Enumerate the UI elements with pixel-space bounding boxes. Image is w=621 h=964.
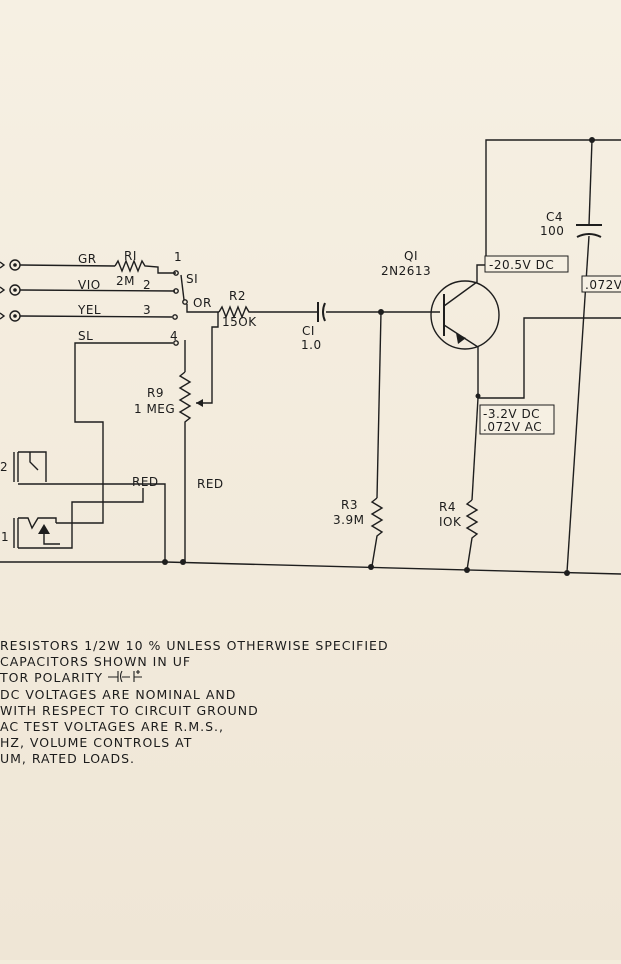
note-line-7: HZ, VOLUME CONTROLS AT bbox=[0, 735, 193, 751]
emitter-voltage-box bbox=[479, 404, 555, 435]
r9-value: 1 MEG bbox=[134, 402, 175, 416]
polarity-symbol-icon bbox=[107, 670, 142, 683]
label-vio: VIO bbox=[78, 278, 101, 292]
gr-line bbox=[19, 259, 179, 276]
note-line-3: TOR POLARITY bbox=[0, 670, 621, 686]
resistor-r4 bbox=[465, 397, 479, 571]
note-line-2: CAPACITORS SHOWN IN UF bbox=[0, 654, 192, 670]
ground-bus bbox=[0, 559, 621, 576]
switch-pos-3: 3 bbox=[143, 303, 151, 317]
r3-value: 3.9M bbox=[333, 513, 364, 527]
collector-voltage-box bbox=[484, 255, 569, 273]
transistor-q1 bbox=[430, 139, 621, 399]
q1-ref: QI bbox=[404, 249, 418, 263]
r4-ref: R4 bbox=[439, 500, 456, 514]
note-line-8: UM, RATED LOADS. bbox=[0, 751, 135, 767]
switch-pos-4: 4 bbox=[170, 329, 178, 343]
r2-value: 15OK bbox=[222, 315, 257, 329]
emitter-ac-voltage: .072V AC bbox=[483, 420, 542, 434]
capacitor-c4 bbox=[566, 137, 602, 573]
label-sl: SL bbox=[78, 329, 93, 343]
switch-s1 bbox=[180, 274, 219, 313]
r1-value: 2M bbox=[116, 274, 135, 288]
note-line-1: RESISTORS 1/2W 10 % UNLESS OTHERWISE SPE… bbox=[0, 638, 389, 653]
sl-line bbox=[56, 340, 179, 524]
label-red-a: RED bbox=[132, 475, 159, 489]
component-labels: RI 2M R2 15OK CI 1.0 R9 1 MEG R3 3.9M R4… bbox=[116, 210, 564, 529]
emitter-dc-voltage: -3.2V DC bbox=[483, 407, 540, 421]
schematic-notes: RESISTORS 1/2W 10 % UNLESS OTHERWISE SPE… bbox=[0, 638, 621, 768]
output-jacks bbox=[13, 451, 166, 562]
potentiometer-r9 bbox=[178, 312, 219, 562]
label-or: OR bbox=[193, 296, 212, 310]
input-terminals bbox=[0, 259, 21, 322]
wire-labels: GR VIO YEL SL RED RED OR bbox=[77, 252, 224, 491]
r3-ref: R3 bbox=[341, 498, 358, 512]
c4-ref: C4 bbox=[546, 210, 563, 224]
yel-line bbox=[19, 314, 178, 320]
switch-name: SI bbox=[186, 272, 198, 286]
c1-value: 1.0 bbox=[301, 338, 322, 352]
label-yel: YEL bbox=[77, 303, 101, 317]
jack-1-label: 1 bbox=[1, 530, 9, 544]
switch-labels: 1 2 3 4 SI bbox=[143, 250, 198, 343]
note-line-6: AC TEST VOLTAGES ARE R.M.S., bbox=[0, 719, 224, 735]
note-line-5: WITH RESPECT TO CIRCUIT GROUND bbox=[0, 702, 259, 718]
r4-value: IOK bbox=[439, 515, 462, 529]
r1-ref: RI bbox=[124, 249, 137, 263]
resistor-r3 bbox=[370, 311, 384, 567]
label-gr: GR bbox=[78, 252, 97, 266]
switch-pos-1: 1 bbox=[174, 250, 182, 264]
note-line-4: DC VOLTAGES ARE NOMINAL AND bbox=[0, 686, 237, 702]
q1-value: 2N2613 bbox=[381, 264, 431, 278]
switch-pos-2: 2 bbox=[143, 278, 151, 292]
r9-ref: R9 bbox=[147, 386, 164, 400]
voltage-labels: -20.5V DC .072V -3.2V DC .072V AC bbox=[483, 258, 621, 434]
c4-value: 100 bbox=[540, 224, 564, 238]
jack-2-label: 2 bbox=[0, 460, 8, 474]
right-ac-voltage: .072V bbox=[585, 278, 621, 292]
collector-voltage: -20.5V DC bbox=[489, 258, 554, 272]
vio-line bbox=[19, 288, 179, 294]
r2-ref: R2 bbox=[229, 289, 246, 303]
resistor-r2 bbox=[218, 305, 318, 319]
note-line-3-text: TOR POLARITY bbox=[0, 670, 108, 686]
label-red-b: RED bbox=[197, 477, 224, 491]
capacitor-c1 bbox=[317, 302, 440, 322]
right-voltage-box bbox=[581, 275, 621, 293]
jack-labels: 2 1 bbox=[0, 460, 9, 544]
c1-ref: CI bbox=[302, 324, 315, 338]
